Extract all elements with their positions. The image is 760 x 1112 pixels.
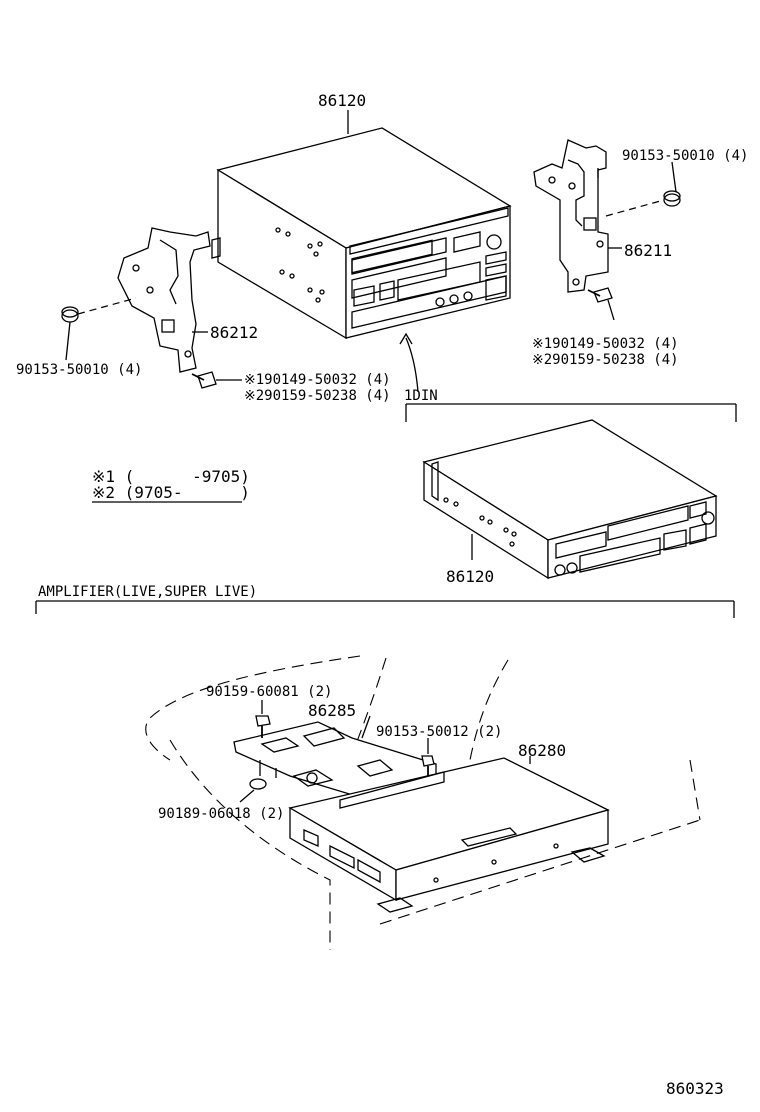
label-left-bracket: 86212 (210, 323, 258, 342)
right-bolt-icon (605, 161, 681, 217)
label-amp-header: AMPLIFIER(LIVE,SUPER LIVE) (38, 584, 257, 600)
right-bracket (533, 139, 622, 293)
label-right-screw-1: ※190149-50032 (4) (532, 336, 679, 352)
label-amp-bolt: 90159-60081 (2) (206, 684, 332, 700)
amp-clip-icon (239, 778, 267, 803)
label-right-bracket: 86211 (624, 241, 672, 260)
head-unit-2din (211, 110, 512, 340)
side-holes (275, 227, 325, 303)
label-din-unit: 86120 (446, 567, 494, 586)
label-right-bolt: 90153-50010 (4) (622, 148, 748, 164)
left-screw-icon (191, 371, 242, 389)
label-note-1: ※1 ( -9705) (92, 467, 250, 486)
figure-number: 860323 (666, 1079, 724, 1098)
label-amp-unit: 86280 (518, 741, 566, 760)
left-bracket (117, 227, 211, 373)
amp-bolt-icon (255, 700, 271, 738)
left-bolt-icon (61, 297, 137, 361)
amp-section-frame (35, 600, 735, 618)
vehicle-outline (145, 655, 701, 950)
label-amp-screw: 90153-50012 (2) (376, 724, 502, 740)
label-left-screw-2: ※290159-50238 (4) (244, 388, 391, 404)
label-top-unit: 86120 (318, 91, 366, 110)
label-amp-bracket: 86285 (308, 701, 356, 720)
right-screw-icon (587, 287, 615, 321)
label-left-screw-1: ※190149-50032 (4) (244, 372, 391, 388)
amplifier-unit (288, 756, 610, 913)
label-right-screw-2: ※290159-50238 (4) (532, 352, 679, 368)
label-note-2: ※2 (9705- ) (92, 483, 250, 502)
amp-screw-icon (421, 738, 435, 776)
label-left-bolt: 90153-50010 (4) (16, 362, 142, 378)
din-arrow (399, 332, 737, 422)
head-unit-1din (422, 419, 718, 580)
label-amp-clip: 90189-06018 (2) (158, 806, 284, 822)
label-din: 1DIN (404, 388, 438, 404)
